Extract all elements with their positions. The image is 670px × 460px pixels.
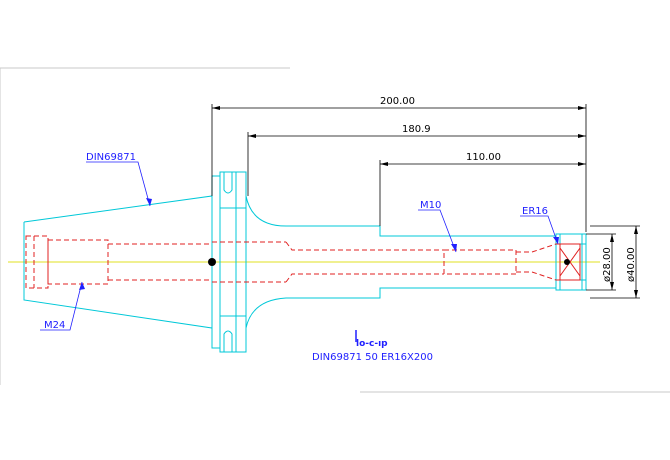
callout-taper: DIN69871 (86, 152, 136, 163)
sheet-border (0, 67, 670, 393)
callout-collet: ER16 (522, 206, 548, 217)
callout-drawbar-thread: M24 (44, 320, 65, 331)
dim-nut-length: 110.00 (466, 152, 501, 163)
dim-overall-length: 200.00 (380, 96, 415, 107)
dim-diameter-inner: ø28.00 (602, 247, 613, 282)
drawing-designation: DIN69871 50 ER16X200 (312, 352, 433, 363)
dimension-lines (211, 104, 640, 299)
callout-screw-thread: M10 (420, 200, 441, 211)
dim-diameter-outer: ø40.00 (626, 247, 637, 282)
hidden-lines (25, 235, 580, 289)
dimension-arrows (212, 106, 638, 298)
center-mark-right (564, 259, 570, 265)
callout-leaders (40, 161, 559, 331)
center-mark-left (208, 258, 216, 266)
manufacturer-logo: lo-c-ıp (355, 330, 388, 349)
dim-shank-length: 180.9 (402, 124, 431, 135)
callout-arrows (79, 198, 559, 290)
svg-text:lo-c-ıp: lo-c-ıp (356, 339, 388, 349)
